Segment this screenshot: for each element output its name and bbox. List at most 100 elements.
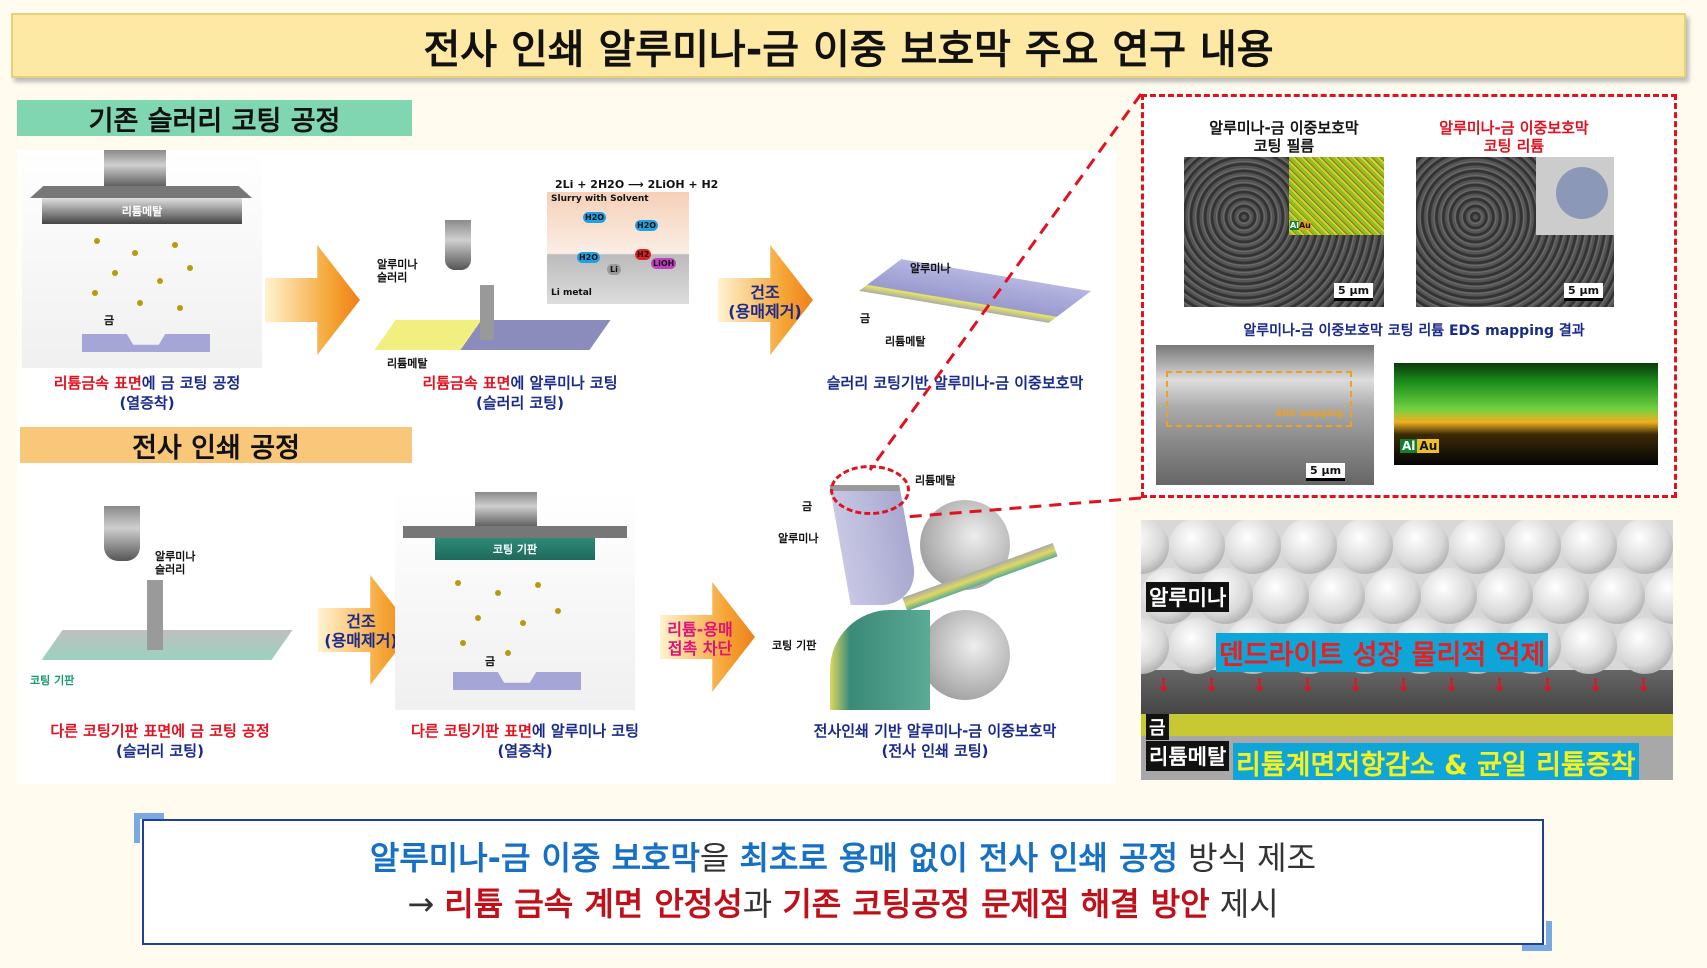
caption-highlight: 다른 코팅기판 표면 — [50, 722, 172, 740]
alumina-particle — [1141, 520, 1169, 574]
conclusion-segment: 기존 코팅공정 문제점 해결 방안 — [782, 885, 1210, 923]
alumina-particle — [1617, 520, 1673, 574]
eds-title: 알루미나-금 이중보호막 코팅 리튬 EDS mapping 결과 — [1243, 323, 1585, 339]
down-arrow-icon: ↓ — [1300, 675, 1316, 696]
film-sem-image: AlAu 5 μm — [1184, 157, 1384, 307]
down-arrow-icon: ↓ — [1156, 675, 1172, 696]
drying-label: 건조 (용매제거) — [728, 283, 802, 321]
highlight-ellipse — [830, 465, 910, 515]
scale-bar: 5 μm — [1564, 283, 1604, 301]
slurry-step1-caption: 리튬금속 표면에 금 코팅 공정 (열증착) — [22, 373, 272, 413]
down-arrow-icon: ↓ — [1540, 675, 1556, 696]
caption-text: 전사인쇄 기반 알루미나-금 이중보호막 — [813, 722, 1057, 740]
reaction-equation: 2Li + 2H2O ⟶ 2LiOH + H2 — [555, 178, 719, 191]
down-arrow-icon: ↓ — [1492, 675, 1508, 696]
lithium-solvent-block-label: 리튬-용매 접촉 차단 — [667, 620, 733, 658]
alumina-particle — [1589, 568, 1645, 624]
transfer-step2-caption: 다른 코팅기판 표면에 알루미나 코팅(열증착) — [380, 721, 670, 761]
caption-method: (열증착) — [119, 394, 175, 412]
alumina-particle — [1225, 520, 1281, 574]
film-sem-title: 알루미나-금 이중보호막 코팅 필름 — [1209, 119, 1359, 155]
alumina-slurry-label: 알루미나 슬러리 — [377, 258, 418, 284]
benefit-label: 리튬계면저항감소 & 균일 리튬증착 — [1233, 743, 1639, 780]
molecule: H2O — [635, 220, 659, 231]
caption-text: 에 금 코팅 공정 — [171, 722, 270, 740]
gold-label: 금 — [104, 314, 115, 327]
slurry-step3-caption: 슬러리 코팅기반 알루미나-금 이중보호막 — [826, 374, 1084, 392]
caption-text: 에 알루미나 코팅 — [531, 722, 639, 740]
alumina-particle — [1169, 520, 1225, 574]
cross-section-sem-image: EDS mapping 5 μm — [1156, 345, 1374, 485]
caption-method: (슬러리 코팅) — [116, 742, 204, 760]
reaction-inset: Slurry with Solvent Li metal H2O H2O H2O… — [547, 192, 689, 304]
transfer-step1-caption: 다른 코팅기판 표면에 금 코팅 공정 (슬러리 코팅) — [20, 721, 300, 761]
page-title: 전사 인쇄 알루미나-금 이중 보호막 주요 연구 내용 — [11, 13, 1686, 78]
gold-label: 금 — [802, 500, 813, 513]
alumina-particle — [1421, 568, 1477, 624]
legend-au: Au — [1298, 221, 1311, 230]
alumina-label: 알루미나 — [778, 532, 819, 545]
scale-bar: 5 μm — [1306, 463, 1346, 481]
dendrite-suppression-label: 덴드라이트 성장 물리적 억제 — [1216, 633, 1549, 672]
alumina-particle — [1393, 520, 1449, 574]
slurry-bilayer-illustration: 알루미나 금 리튬메탈 — [830, 255, 1110, 365]
conclusion-segment: 제시 — [1209, 885, 1279, 923]
conclusion-line-1: 알루미나-금 이중 보호막을 최초로 용매 없이 전사 인쇄 공정 방식 제조 — [144, 835, 1542, 881]
molecule: H2O — [583, 212, 607, 223]
molecule: H2 — [635, 249, 652, 260]
legend-al: Al — [1290, 221, 1299, 230]
corner-bracket — [134, 813, 164, 843]
molecule: H2O — [577, 252, 601, 263]
alumina-slurry-label: 알루미나 슬러리 — [155, 550, 196, 576]
conclusion-segment: 알루미나-금 이중 보호막 — [369, 839, 700, 877]
slurry-coating-illustration: 알루미나 슬러리 리튬메탈 2Li + 2H2O ⟶ 2LiOH + H2 Sl… — [374, 170, 718, 370]
caption-highlight: 리튬금속 표면 — [422, 374, 511, 392]
down-arrow-icon: ↓ — [1204, 675, 1220, 696]
conclusion-segment: 을 — [699, 839, 740, 877]
drying-label: 건조 (용매제거) — [324, 612, 398, 650]
coating-substrate-label: 코팅 기판 — [30, 674, 75, 687]
alumina-particle — [1365, 568, 1421, 624]
conclusion-segment: 최초로 용매 없이 전사 인쇄 공정 — [739, 839, 1178, 877]
coating-substrate-plate-label: 코팅 기판 — [435, 538, 595, 560]
caption-highlight: 리튬금속 표면 — [53, 374, 142, 392]
results-panel: 알루미나-금 이중보호막 코팅 필름 알루미나-금 이중보호막 코팅 리튬 Al… — [1141, 94, 1677, 498]
lithium-plate-label: 리튬메탈 — [42, 198, 242, 224]
gold-tag: 금 — [1146, 714, 1169, 740]
substrate-evaporation-illustration: 코팅 기판 금 — [395, 490, 635, 710]
lithium-sem-title: 알루미나-금 이중보호막 코팅 리튬 — [1439, 119, 1589, 155]
lithium-metal-label: 리튬메탈 — [387, 357, 428, 370]
slurry-step2-caption: 리튬금속 표면에 알루미나 코팅 (슬러리 코팅) — [380, 373, 660, 413]
alumina-tag: 알루미나 — [1146, 582, 1230, 612]
conclusion-segment: 방식 제조 — [1177, 839, 1317, 877]
caption-method: (전사 인쇄 코팅) — [881, 742, 989, 760]
down-arrow-icon: ↓ — [1348, 675, 1364, 696]
transfer-step3-caption: 전사인쇄 기반 알루미나-금 이중보호막 (전사 인쇄 코팅) — [770, 721, 1100, 761]
caption-method: (슬러리 코팅) — [476, 394, 564, 412]
gold-label: 금 — [860, 312, 871, 325]
conclusion-segment: 과 — [742, 885, 783, 923]
inset-top-label: Slurry with Solvent — [551, 194, 649, 204]
gold-label: 금 — [485, 655, 496, 668]
down-arrow-icon: ↓ — [1636, 675, 1652, 696]
caption-text: 에 금 코팅 공정 — [141, 374, 241, 392]
conclusion-segment: 리튬 금속 계면 안정성 — [444, 885, 743, 923]
slurry-section-heading: 기존 슬러리 코팅 공정 — [17, 100, 412, 137]
alumina-label: 알루미나 — [910, 262, 951, 275]
legend-al: Al — [1400, 439, 1418, 453]
alumina-particle — [1169, 618, 1225, 674]
transfer-printing-illustration: 리튬메탈 금 알루미나 코팅 기판 — [760, 460, 1080, 720]
protective-layer-schematic: ↓↓↓↓↓↓↓↓↓↓↓ 알루미나 금 리튬메탈 덴드라이트 성장 물리적 억제 … — [1141, 520, 1673, 780]
down-arrow-icon: ↓ — [1444, 675, 1460, 696]
caption-highlight: 다른 코팅기판 표면 — [411, 722, 532, 740]
lithium-metal-tag: 리튬메탈 — [1146, 741, 1230, 771]
alumina-particle — [1309, 568, 1365, 624]
alumina-particle — [1645, 568, 1673, 624]
corner-bracket — [1522, 921, 1552, 951]
caption-text: 에 알루미나 코팅 — [510, 374, 618, 392]
molecule: LiOH — [651, 258, 677, 269]
legend-au: Au — [1417, 439, 1440, 453]
substrate-slurry-coating-illustration: 알루미나 슬러리 코팅 기판 — [22, 500, 312, 700]
